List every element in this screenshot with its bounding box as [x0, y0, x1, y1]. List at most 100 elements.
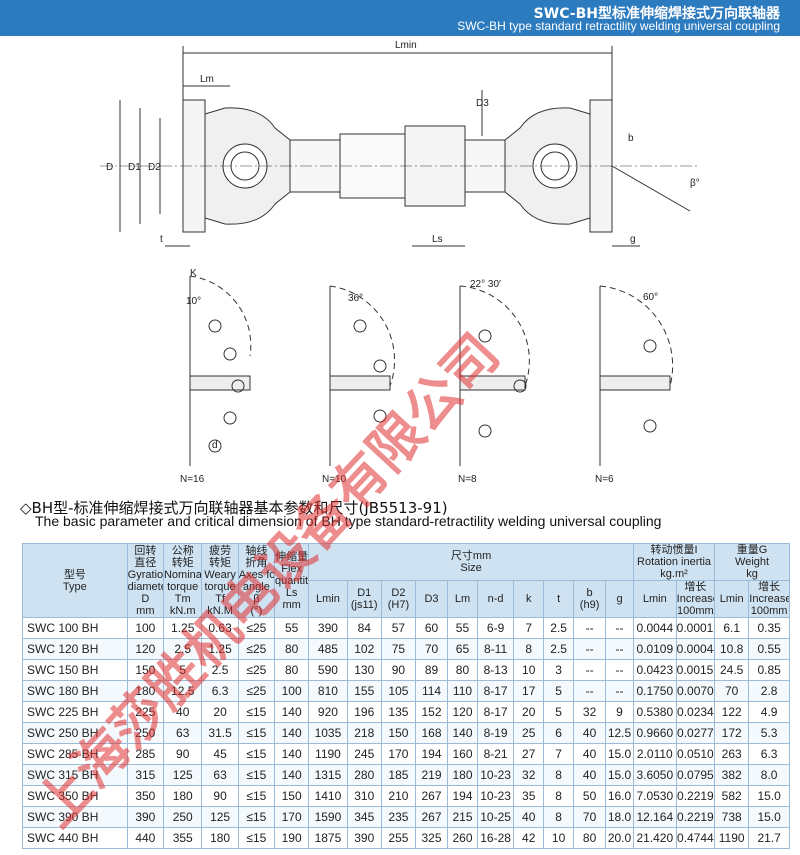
table-cell: 152: [414, 701, 449, 723]
table-cell: 12.164: [632, 806, 677, 828]
table-cell: 738: [714, 806, 750, 828]
table-cell: 122: [714, 701, 750, 723]
label-d3: D3: [476, 98, 489, 109]
table-cell: 8-19: [476, 722, 515, 744]
table-cell: 18.0: [605, 806, 634, 828]
table-cell: 350: [126, 785, 164, 807]
table-cell: 40: [573, 764, 607, 786]
table-cell: 180: [126, 680, 164, 702]
table-cell-type: SWC 315 BH: [22, 764, 128, 786]
subheader-t: t: [543, 580, 575, 618]
table-cell: 90: [162, 743, 203, 765]
table-cell: 382: [714, 764, 750, 786]
table-cell: 120: [447, 701, 478, 723]
label-k: K: [190, 268, 197, 279]
table-cell: 3.6050: [632, 764, 677, 786]
table-cell: 6-9: [476, 617, 515, 639]
table-cell: 0.35: [748, 617, 790, 639]
table-cell: 6: [543, 722, 575, 744]
table-cell: 355: [162, 827, 203, 849]
label-d2: D2: [148, 162, 161, 173]
table-cell: 15.0: [748, 785, 790, 807]
header-flex: 伸缩量FlexquantityLsmm: [274, 543, 310, 618]
table-cell: 315: [126, 764, 164, 786]
table-cell: ≤25: [237, 680, 276, 702]
table-subheader-row: Lmin D1(js11) D2(H7) D3 Lm n-d k t b(h9)…: [23, 580, 790, 618]
table-cell: 1035: [308, 722, 348, 744]
subheader-d3: D3: [414, 580, 449, 618]
table-cell: 190: [274, 827, 310, 849]
label-n16: N=16: [180, 474, 205, 485]
label-b: b: [628, 133, 634, 144]
table-cell: 0.5380: [632, 701, 677, 723]
table-cell: 0.0423: [632, 659, 677, 681]
table-cell: 114: [414, 680, 449, 702]
table-cell: 63: [201, 764, 239, 786]
table-cell: 0.85: [748, 659, 790, 681]
table-cell: 810: [308, 680, 348, 702]
table-cell: 1.25: [162, 617, 203, 639]
table-cell: 2.5: [162, 638, 203, 660]
table-cell: 1590: [308, 806, 348, 828]
subheader-k: k: [513, 580, 545, 618]
table-cell-type: SWC 250 BH: [22, 722, 128, 744]
table-cell: ≤15: [237, 701, 276, 723]
table-cell: ≤25: [237, 617, 276, 639]
table-cell: --: [605, 638, 634, 660]
table-cell: 70: [414, 638, 449, 660]
table-cell: 10.8: [714, 638, 750, 660]
subheader-d2: D2(H7): [380, 580, 417, 618]
table-cell: 250: [126, 722, 164, 744]
table-cell: 80: [274, 659, 310, 681]
table-cell: 325: [414, 827, 449, 849]
table-cell: 40: [573, 722, 607, 744]
table-cell: 100: [274, 680, 310, 702]
table-cell: 102: [346, 638, 382, 660]
subheader-d1: D1(js11): [346, 580, 382, 618]
table-cell: 2.0110: [632, 743, 677, 765]
table-cell: 20.0: [605, 827, 634, 849]
table-cell: 21.7: [748, 827, 790, 849]
subheader-g: g: [605, 580, 634, 618]
table-cell: 100: [126, 617, 164, 639]
table-cell: 10-23: [476, 785, 515, 807]
table-cell: 140: [447, 722, 478, 744]
table-cell: 172: [714, 722, 750, 744]
table-cell: 0.00157: [675, 659, 716, 681]
table-cell: 16-28: [476, 827, 515, 849]
table-cell: 1875: [308, 827, 348, 849]
table-cell: 8-17: [476, 701, 515, 723]
table-cell: 80: [274, 638, 310, 660]
table-cell: 125: [162, 764, 203, 786]
subheader-nd: n-d: [476, 580, 515, 618]
table-cell: 32: [513, 764, 545, 786]
table-cell: 1190: [714, 827, 750, 849]
section-title-cn: ◇BH型-标准伸缩焊接式万向联轴器基本参数和尺寸(JB5513-91): [20, 499, 448, 517]
table-cell: 140: [274, 701, 310, 723]
table-cell: 5: [543, 680, 575, 702]
label-d1: D1: [128, 162, 141, 173]
table-cell: 5: [543, 701, 575, 723]
header-banner: SWC-BH型标准伸缩焊接式万向联轴器 SWC-BH type standard…: [0, 0, 800, 36]
table-cell: 390: [346, 827, 382, 849]
table-cell: 110: [447, 680, 478, 702]
table-cell: 2.5: [543, 638, 575, 660]
table-cell: 20: [513, 701, 545, 723]
table-cell: 80: [447, 659, 478, 681]
table-cell: 5.3: [748, 722, 790, 744]
label-d: D: [106, 162, 113, 173]
table-cell: 215: [447, 806, 478, 828]
table-cell: 24.5: [714, 659, 750, 681]
table-cell: 10: [513, 659, 545, 681]
table-cell: 130: [346, 659, 382, 681]
